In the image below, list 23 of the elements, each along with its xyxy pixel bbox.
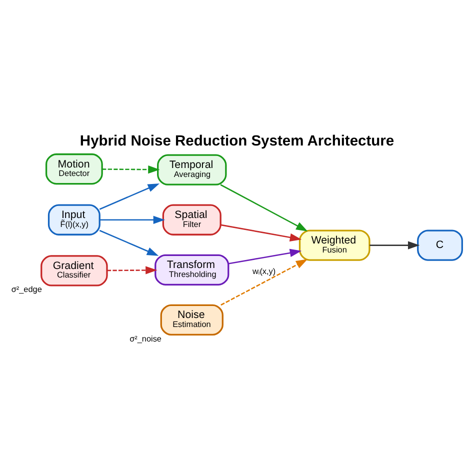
arrow [220, 224, 302, 241]
node-box: Transform Thresholding [154, 254, 230, 285]
node-box: Temporal Averaging [157, 154, 227, 185]
arrow [99, 229, 159, 256]
node-box: Weighted Fusion [298, 229, 370, 260]
arrow [220, 184, 308, 231]
arrow [100, 215, 165, 224]
node-label: σ²_noise [130, 334, 162, 343]
arrow [102, 164, 160, 174]
node-box: Spatial Filter [162, 204, 222, 235]
edge-label: wᵢ(x,y) [252, 266, 276, 276]
arrow [220, 258, 308, 306]
arrow [99, 182, 160, 210]
node-label: σ²_edge [11, 284, 42, 294]
node-box: Gradient Classifier [40, 254, 108, 286]
arrow [228, 248, 302, 264]
node-box: Motion Detector [45, 152, 103, 184]
arrow [370, 240, 420, 249]
arrow [107, 266, 158, 274]
node-box: Input F̃(l)(x,y) [48, 204, 100, 235]
node-box: Noise Estimation [160, 304, 224, 336]
diagram-title: Hybrid Noise Reduction System Architecture [80, 133, 394, 150]
node-box: C [417, 229, 463, 260]
